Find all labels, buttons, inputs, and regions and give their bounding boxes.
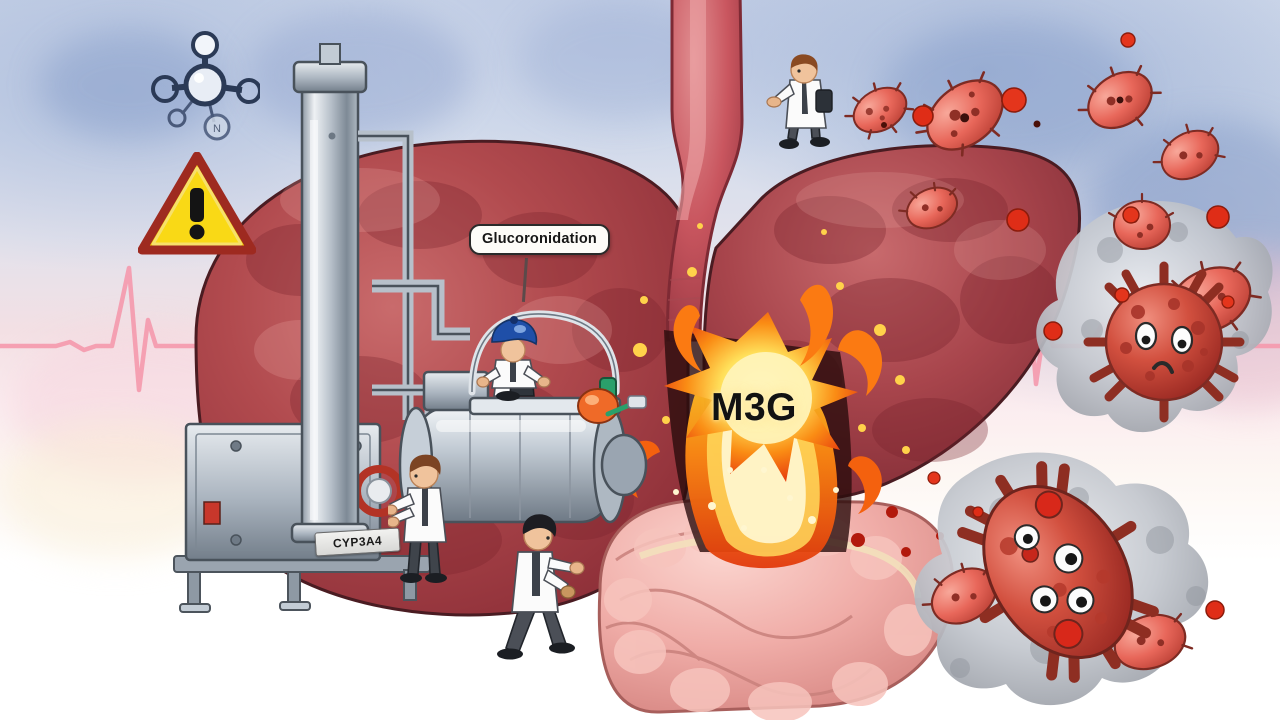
scientist-walking[interactable] <box>496 508 596 666</box>
metabolite-burst-label: M3G <box>711 386 798 429</box>
scientist-on-vein[interactable] <box>762 52 850 170</box>
microbe-large-eyed <box>957 461 1159 683</box>
reactor-drum <box>398 370 648 524</box>
svg-text:N: N <box>213 123 221 135</box>
molecule-structure-icon: N <box>151 31 260 141</box>
microbe-worried <box>1083 261 1245 423</box>
scientist-at-valve[interactable] <box>388 450 470 588</box>
pathway-callout[interactable]: Glucoronidation <box>469 224 610 255</box>
pathway-callout-label: Glucoronidation <box>482 231 597 247</box>
red-blood-cells <box>881 32 1235 620</box>
machine-nozzle <box>468 310 647 424</box>
scientist-on-machine[interactable] <box>476 316 570 412</box>
warning-triangle-icon <box>138 152 256 255</box>
